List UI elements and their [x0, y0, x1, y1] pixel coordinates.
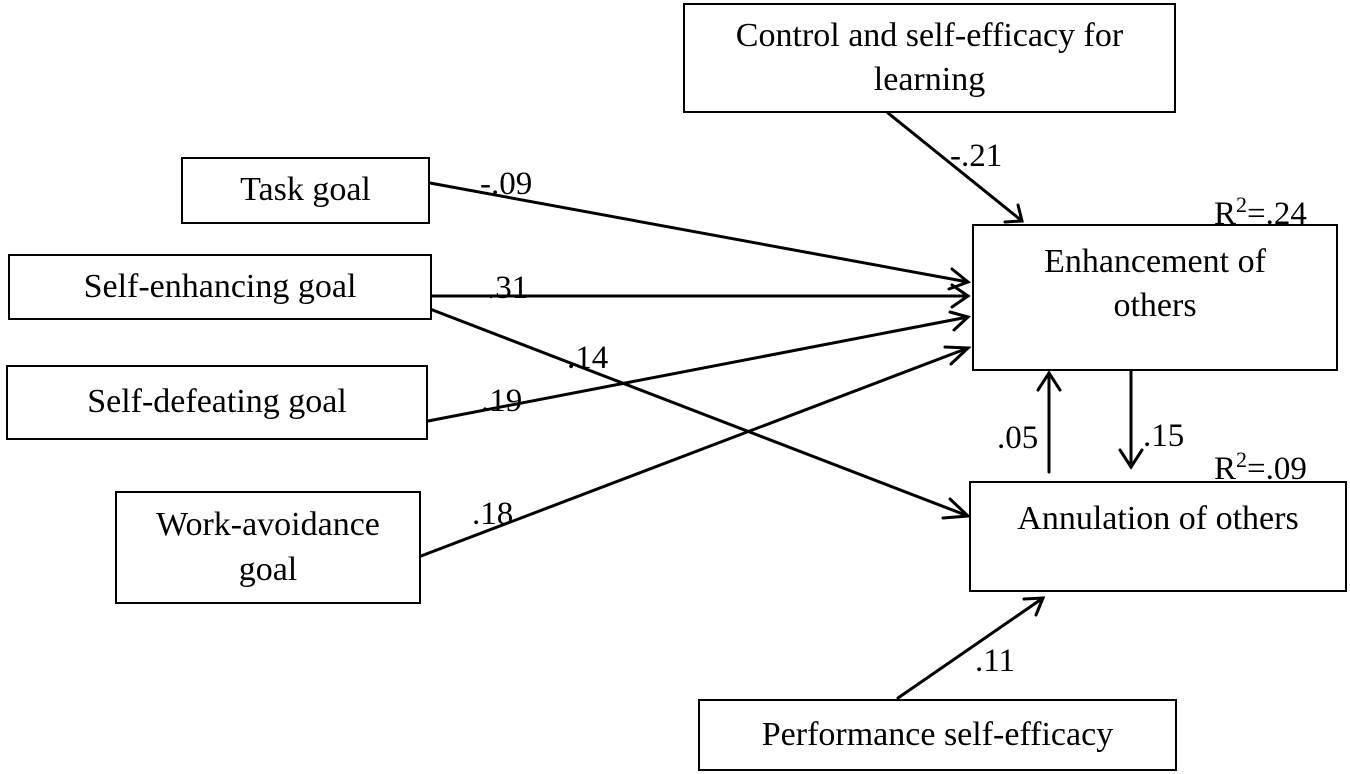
node-annulation-of-others: Annulation of others [969, 481, 1347, 592]
r-squared-symbol: R [1214, 451, 1237, 487]
node-label: Annulation of others [1017, 500, 1299, 537]
coef-work-avoidance-enhancement: .18 [472, 496, 514, 532]
node-label: Task goal [240, 171, 371, 209]
coef-self-enhancing-annulation: .14 [567, 340, 609, 376]
r-squared-exponent: 2 [1236, 447, 1248, 472]
arrow-self-defeating-to-enhancement [426, 310, 971, 423]
r-squared-enhancement: R2=.24 [1214, 194, 1307, 231]
coef-self-enhancing-enhancement: .31 [487, 270, 529, 306]
arrow-self-enhancing-to-annulation [428, 307, 972, 520]
r-squared-annulation: R2=.09 [1214, 449, 1307, 486]
coef-task-enhancement: -.09 [480, 166, 533, 202]
node-performance-self-efficacy: Performance self-efficacy [698, 699, 1177, 771]
r-squared-symbol: R [1214, 196, 1237, 232]
node-label: Control and self-efficacy for learning [735, 16, 1124, 98]
coef-annulation-enhancement: .05 [997, 420, 1039, 456]
r-squared-exponent: 2 [1236, 192, 1248, 217]
arrow-enhancement-to-annulation [1118, 369, 1144, 470]
node-label: Enhancement of others [1044, 243, 1266, 325]
arrow-performance-to-annulation [896, 596, 1046, 700]
node-work-avoidance-goal: Work-avoidance goal [115, 491, 421, 604]
coef-enhancement-annulation: .15 [1143, 418, 1185, 454]
r-squared-value: =.24 [1247, 196, 1307, 232]
arrow-work-avoidance-to-enhancement [419, 345, 972, 558]
coef-performance-annulation: .11 [975, 643, 1016, 679]
r-squared-value: =.09 [1247, 451, 1307, 487]
coef-control-enhancement: -.21 [950, 138, 1003, 174]
node-self-enhancing-goal: Self-enhancing goal [8, 254, 432, 320]
node-label: Work-avoidance goal [156, 506, 380, 588]
arrow-self-enhancing-to-enhancement [428, 283, 971, 309]
node-label: Self-enhancing goal [83, 267, 357, 305]
coef-self-defeating-enhancement: .19 [481, 383, 523, 419]
node-control-self-efficacy-learning: Control and self-efficacy for learning [683, 3, 1176, 113]
arrow-annulation-to-enhancement [1036, 370, 1062, 474]
node-self-defeating-goal: Self-defeating goal [6, 365, 428, 440]
arrow-control-to-enhancement [886, 111, 1024, 224]
node-enhancement-of-others: Enhancement of others [972, 224, 1338, 371]
node-label: Performance self-efficacy [761, 715, 1114, 753]
node-label: Self-defeating goal [87, 383, 347, 421]
node-task-goal: Task goal [181, 157, 430, 224]
